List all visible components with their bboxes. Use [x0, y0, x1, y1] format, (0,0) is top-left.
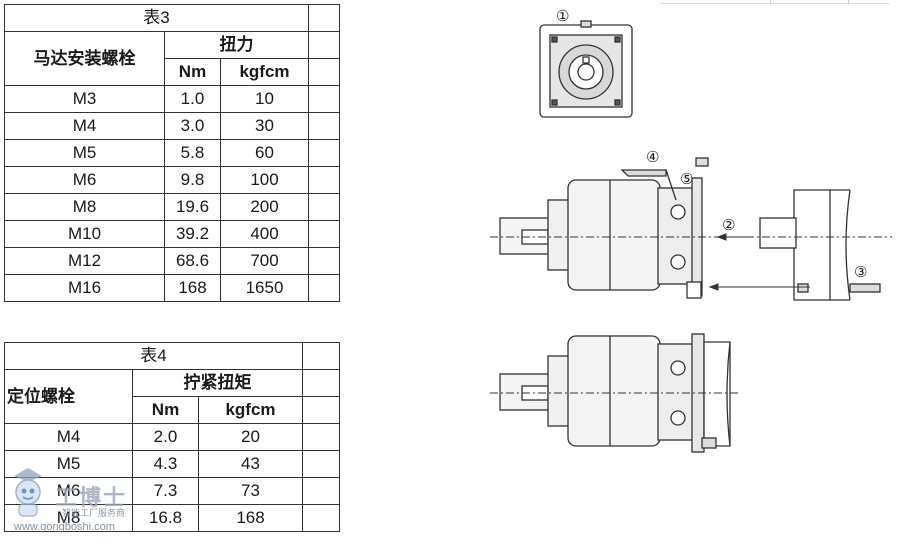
gearbox-assembled-view — [499, 333, 731, 453]
cell-nm: 168 — [164, 274, 221, 302]
cell-nm: 19.6 — [164, 193, 221, 221]
callout-4: ④ — [646, 148, 659, 166]
cell-nm: 2.0 — [132, 423, 199, 451]
callout-3: ③ — [854, 263, 867, 281]
watermark-tagline: 智能工厂服务商 — [62, 508, 126, 518]
cell-bolt: M5 — [4, 139, 165, 167]
cell-bolt: M6 — [4, 166, 165, 194]
cell-bolt: M8 — [4, 504, 133, 532]
cell-bolt: M16 — [4, 274, 165, 302]
cell-kgfcm: 10 — [220, 85, 309, 113]
cell-nm: 3.0 — [164, 112, 221, 140]
cell-kgfcm: 43 — [198, 450, 303, 478]
cell-bolt: M12 — [4, 247, 165, 275]
col-header-group: 拧紧扭矩 — [132, 369, 303, 397]
cell-kgfcm: 700 — [220, 247, 309, 275]
col-header-kgfcm: kgfcm — [198, 396, 303, 424]
top-right-divider — [660, 0, 890, 4]
cell-nm: 9.8 — [164, 166, 221, 194]
cell-bolt: M3 — [4, 85, 165, 113]
gearbox-mounting-drawing: ① ② ③ ④ ⑤ — [490, 7, 892, 453]
cell-nm: 7.3 — [132, 477, 199, 505]
cell-nm: 1.0 — [164, 85, 221, 113]
cell-bolt: M10 — [4, 220, 165, 248]
cell-bolt: M4 — [4, 423, 133, 451]
robot-logo-icon — [14, 468, 42, 517]
table-caption: 表3 — [4, 4, 309, 32]
cell-nm: 5.8 — [164, 139, 221, 167]
cell-kgfcm: 400 — [220, 220, 309, 248]
table-caption: 表4 — [4, 342, 303, 370]
col-header-group: 扭力 — [164, 31, 309, 59]
callout-2: ② — [722, 216, 735, 234]
col-header-bolt: 马达安装螺栓 — [4, 31, 165, 86]
watermark-name: 工博士 — [55, 485, 128, 510]
cell-nm: 4.3 — [132, 450, 199, 478]
flange-front-view — [539, 20, 633, 118]
col-header-bolt: 定位螺栓 — [4, 369, 133, 424]
callout-1: ① — [556, 7, 569, 25]
cell-nm: 39.2 — [164, 220, 221, 248]
cell-bolt: M5 — [4, 450, 133, 478]
col-header-nm: Nm — [132, 396, 199, 424]
watermark-url: www.gongboshi.com — [14, 521, 115, 533]
gearbox-side-view-exploded — [499, 157, 709, 299]
cell-nm: 68.6 — [164, 247, 221, 275]
cell-nm: 16.8 — [132, 504, 199, 532]
cell-bolt: M8 — [4, 193, 165, 221]
cell-kgfcm: 100 — [220, 166, 309, 194]
motor-flange-piece — [759, 189, 881, 301]
callout-5: ⑤ — [680, 170, 693, 188]
col-header-nm: Nm — [164, 58, 221, 86]
cell-kgfcm: 168 — [198, 504, 303, 532]
cell-kgfcm: 200 — [220, 193, 309, 221]
cell-bolt: M4 — [4, 112, 165, 140]
cell-kgfcm: 30 — [220, 112, 309, 140]
cell-kgfcm: 1650 — [220, 274, 309, 302]
cell-kgfcm: 73 — [198, 477, 303, 505]
cell-kgfcm: 20 — [198, 423, 303, 451]
col-header-kgfcm: kgfcm — [220, 58, 309, 86]
cell-kgfcm: 60 — [220, 139, 309, 167]
